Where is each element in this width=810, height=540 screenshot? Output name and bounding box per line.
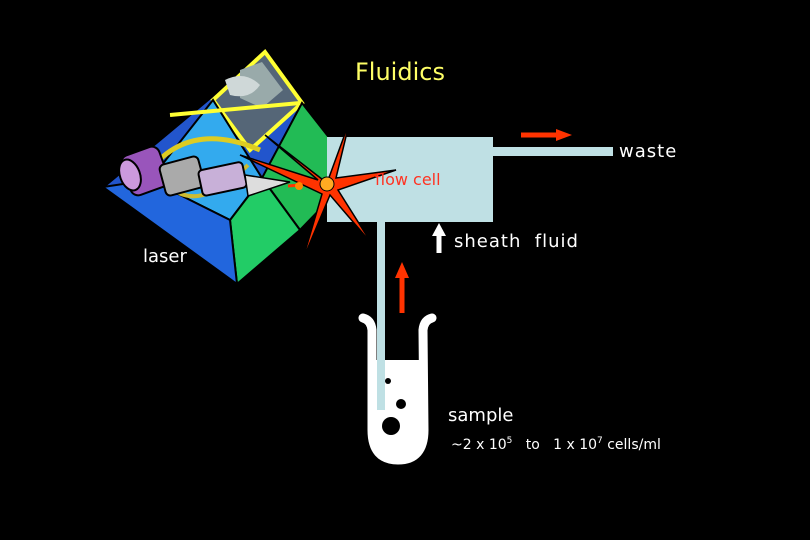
sheath-fluid-label: sheath fluid xyxy=(454,231,579,252)
sample-label: sample xyxy=(448,405,514,426)
laser-clipart-icon xyxy=(100,49,359,287)
concentration-range: ~2 x 105 to 1 x 107 cells/ml xyxy=(451,436,661,453)
flow-cell-label: flow cell xyxy=(375,170,441,189)
waste-label: waste xyxy=(619,141,678,162)
conc-prefix: ~2 x 10 xyxy=(451,437,507,453)
sample-arrow xyxy=(395,262,409,313)
starburst-icon xyxy=(239,119,397,263)
conc-exponent-1: 5 xyxy=(506,436,513,446)
test-tube-icon xyxy=(358,313,437,465)
conc-exponent-2: 7 xyxy=(597,436,603,446)
sheath-arrow xyxy=(432,223,446,253)
flow-cell xyxy=(327,137,613,410)
conc-suffix: cells/ml xyxy=(602,437,661,453)
waste-arrow xyxy=(521,129,572,141)
conc-middle: to 1 x 10 xyxy=(512,437,598,453)
page-title: Fluidics xyxy=(355,58,445,86)
laser-label: laser xyxy=(143,246,187,267)
